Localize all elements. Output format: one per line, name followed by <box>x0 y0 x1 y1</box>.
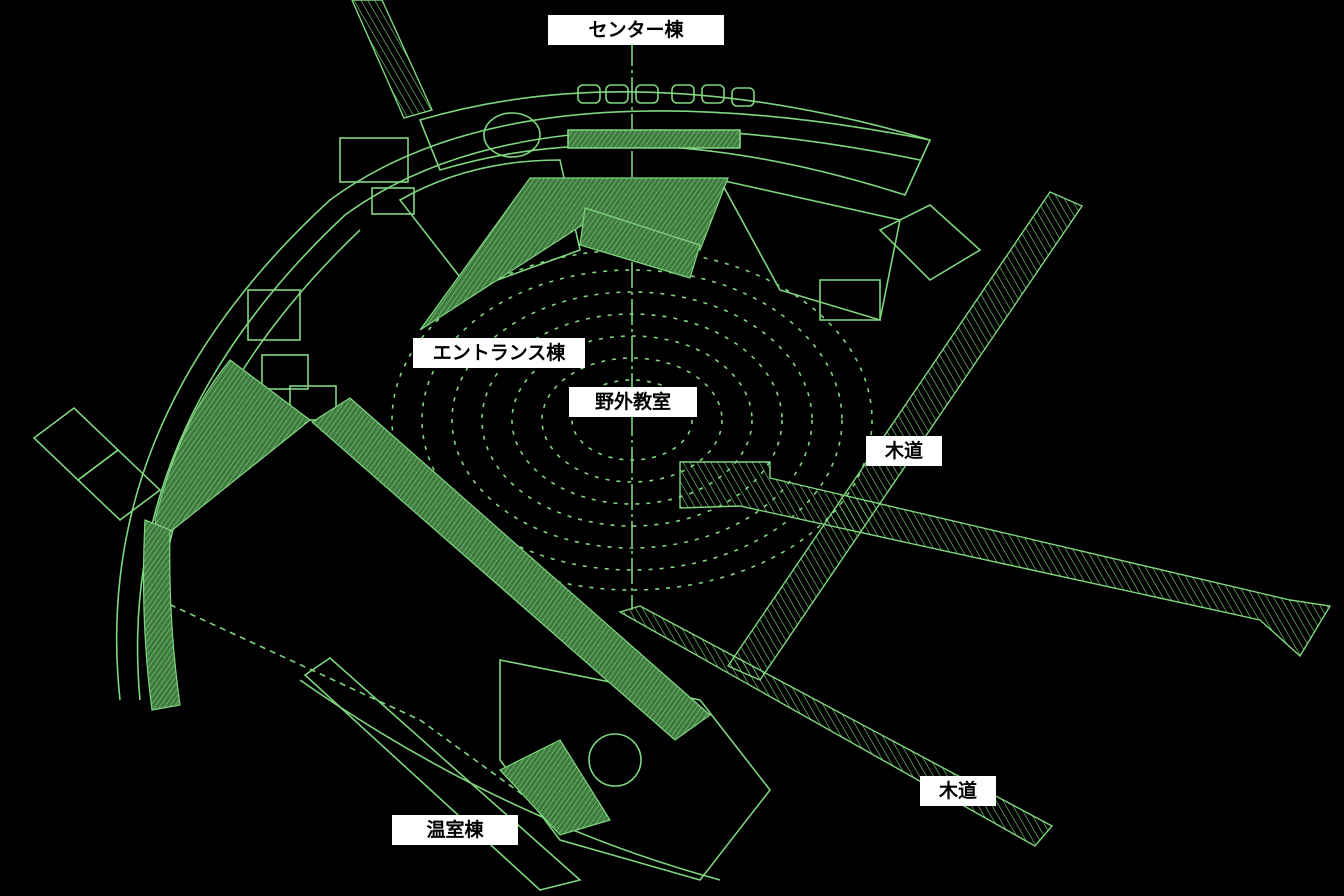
center-building-oval <box>483 112 541 158</box>
center-building-strip <box>567 129 741 149</box>
center-building <box>418 91 932 196</box>
label-wooden-path-2: 木道 <box>920 776 996 806</box>
west-wedge-hatch <box>154 359 311 542</box>
greenhouse-building <box>499 659 772 881</box>
label-center-building: センター棟 <box>548 15 724 45</box>
greenhouse-hatch <box>499 739 611 836</box>
diagonal-walk-hatch <box>311 397 711 741</box>
outdoor-classroom-rings <box>391 249 873 591</box>
lower-dashed-path <box>159 599 531 801</box>
center-deck-hatch <box>579 207 701 279</box>
label-entrance-building: エントランス棟 <box>413 338 585 368</box>
entrance-hatch <box>419 177 729 331</box>
label-outdoor-classroom: 野外教室 <box>569 387 697 417</box>
right-rooms <box>718 178 982 322</box>
hatched-areas <box>142 177 729 836</box>
left-rooms <box>32 137 415 522</box>
outer-arc-1 <box>115 110 931 701</box>
boardwalk-east <box>679 461 1332 658</box>
entrance-building <box>398 159 581 291</box>
west-arc-strip-hatch <box>142 519 181 711</box>
label-greenhouse-building: 温室棟 <box>392 815 518 845</box>
center-building-rooms <box>577 84 755 107</box>
label-wooden-path-1: 木道 <box>866 436 942 466</box>
boardwalk-north <box>351 0 433 119</box>
greenhouse-arc <box>299 679 721 881</box>
greenhouse-circle <box>588 733 642 787</box>
